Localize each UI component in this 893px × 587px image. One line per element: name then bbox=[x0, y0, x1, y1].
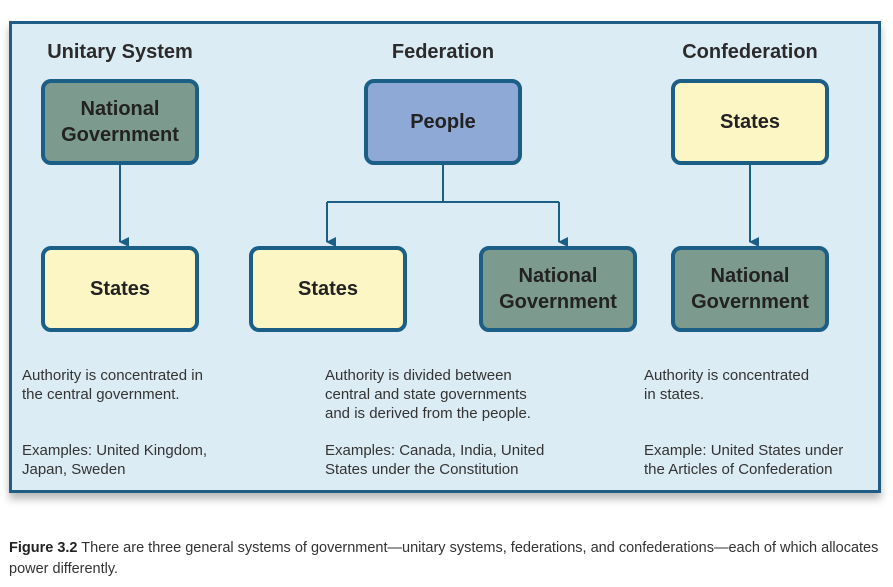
confederation-authority-text: Authority is concentrated in states. bbox=[644, 367, 810, 403]
confederation-title: Confederation bbox=[682, 41, 818, 63]
unitary-examples-text: Examples: United Kingdom, Japan, Sweden bbox=[22, 442, 208, 478]
federation-states-box: States bbox=[249, 246, 407, 332]
federation-national-government-box: National Government bbox=[479, 246, 637, 332]
unitary-authority-text: Authority is concentrated in the central… bbox=[22, 367, 203, 403]
federation-authority-text: Authority is divided between central and… bbox=[325, 367, 531, 422]
figure-label: Figure 3.2 bbox=[9, 540, 78, 556]
figure-caption: Figure 3.2 There are three general syste… bbox=[9, 538, 879, 580]
unitary-national-government-box: National Government bbox=[41, 79, 199, 165]
unitary-states-box: States bbox=[41, 246, 199, 332]
federation-title: Federation bbox=[391, 41, 495, 63]
confederation-examples-text: Example: United States under the Article… bbox=[644, 442, 844, 478]
confederation-states-box: States bbox=[671, 79, 829, 165]
figure-caption-text: There are three general systems of gover… bbox=[9, 540, 879, 577]
diagram-frame: Unitary System National Government State… bbox=[9, 21, 881, 493]
unitary-title: Unitary System bbox=[47, 41, 193, 63]
confederation-national-government-box: National Government bbox=[671, 246, 829, 332]
federation-examples-text: Examples: Canada, India, United States u… bbox=[325, 442, 545, 478]
federation-people-box: People bbox=[364, 79, 522, 165]
